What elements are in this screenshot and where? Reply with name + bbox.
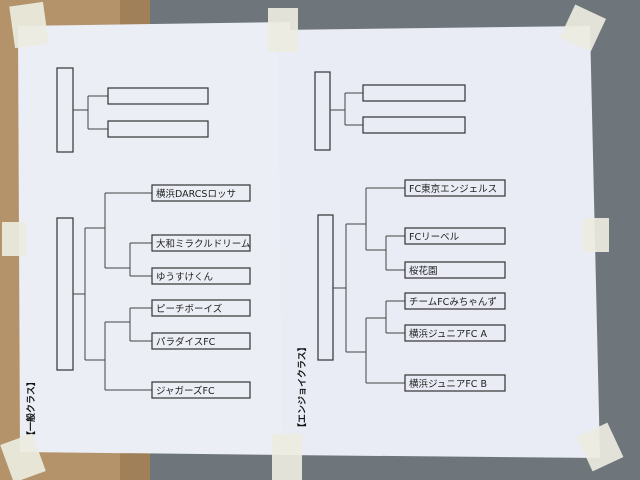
team-name: チームFCみちゃんず [409, 297, 497, 308]
team-name: 横浜ジュニアFC A [409, 328, 487, 340]
team-name: 横浜ジュニアFC B [409, 378, 487, 390]
masking-tape [0, 1, 624, 480]
team-name: FCリーベル [409, 232, 460, 243]
class-label: 【エンジョイクラス】 [297, 342, 308, 432]
team-name: 横浜DARCSロッサ [156, 188, 236, 200]
right-bracket-sheet: FC東京エンジェルス FCリーベル 桜花園 チームFCみちゃんず 横浜ジュニアF… [278, 26, 600, 458]
team-name: ジャガーズFC [156, 385, 215, 397]
left-bracket-sheet: 横浜DARCSロッサ 大和ミラクルドリーム ゆうすけくん ピーチボーイズ パラダ… [18, 22, 292, 455]
team-name: 大和ミラクルドリーム [156, 238, 250, 250]
team-name: FC東京エンジェルス [409, 183, 497, 195]
class-label: 【一般クラス】 [25, 377, 37, 440]
team-name: ピーチボーイズ [156, 303, 223, 315]
team-name: パラダイスFC [156, 336, 216, 348]
team-name: 桜花園 [409, 265, 438, 277]
team-name: ゆうすけくん [156, 272, 213, 283]
